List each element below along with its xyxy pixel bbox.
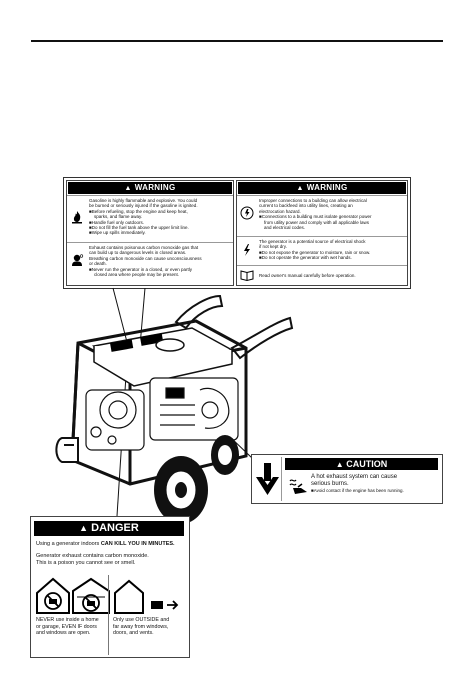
warning-column-left: ▲WARNING Gasoline is highly flammable an… — [66, 180, 234, 286]
electrocution-icon — [240, 206, 254, 220]
warning-header-right: ▲WARNING — [238, 182, 406, 194]
backfeed-warning-row: Improper connections to a building can a… — [237, 195, 407, 236]
fuel-tank — [91, 327, 235, 387]
shock-warning-text: The generator is a potential source of e… — [259, 239, 404, 261]
caution-arrow-box — [254, 457, 282, 501]
caution-body: A hot exhaust system can cause serious b… — [285, 472, 438, 500]
caution-label: ▲ CAUTION A hot exhaust system can cause… — [251, 454, 443, 504]
owners-manual-icon — [240, 270, 254, 282]
fire-warning-row: Gasoline is highly flammable and explosi… — [67, 195, 233, 242]
outdoor-use-icon — [114, 579, 179, 614]
danger-label: ▲ DANGER Using a generator indoors CAN K… — [30, 516, 190, 658]
backfeed-warning-text: Improper connections to a building can a… — [259, 198, 404, 230]
danger-pictograms — [35, 575, 185, 615]
danger-instruction-never: NEVER use inside a home or garage, EVEN … — [36, 617, 99, 637]
manual-text: Read owner's manual carefully before ope… — [259, 273, 356, 278]
danger-divider — [108, 575, 109, 655]
house-prohibited-icon — [36, 577, 70, 614]
co-warning-text: Exhaust contains poisonous carbon monoxi… — [89, 245, 230, 277]
caution-header: ▲ CAUTION — [285, 458, 438, 470]
manual-row: Read owner's manual carefully before ope… — [237, 265, 407, 286]
fire-icon — [72, 211, 82, 224]
shock-warning-row: The generator is a potential source of e… — [237, 236, 407, 265]
warning-label-panel: ▲WARNING Gasoline is highly flammable an… — [63, 177, 411, 289]
danger-line-1: Using a generator indoors CAN KILL YOU I… — [36, 541, 175, 547]
wheels — [154, 435, 239, 524]
down-arrow-icon — [256, 463, 279, 495]
engine-body — [85, 377, 239, 451]
fire-warning-text: Gasoline is highly flammable and explosi… — [89, 198, 230, 236]
bullet-square-icon: ■ — [311, 488, 314, 493]
hot-surface-icon — [289, 479, 307, 494]
danger-header: ▲ DANGER — [34, 521, 184, 536]
lightning-bolt-icon — [244, 244, 250, 256]
caution-instruction: ■Avoid contact if the engine has been ru… — [311, 488, 404, 493]
co-warning-row: Exhaust contains poisonous carbon monoxi… — [67, 242, 233, 289]
alert-triangle-icon: ▲ — [296, 185, 304, 192]
alert-triangle-icon: ▲ — [124, 185, 132, 192]
warning-column-right: ▲WARNING Improper connections to a build… — [236, 180, 408, 286]
danger-instruction-outside: Only use OUTSIDE and far away from windo… — [113, 617, 170, 637]
carbon-monoxide-icon — [72, 254, 84, 266]
danger-line-2: Generator exhaust contains carbon monoxi… — [36, 553, 149, 566]
garage-prohibited-icon — [72, 577, 110, 614]
alert-triangle-icon: ▲ — [79, 523, 89, 533]
caution-main-text: A hot exhaust system can cause serious b… — [311, 474, 398, 487]
support-feet — [55, 437, 79, 463]
warning-header-left: ▲WARNING — [68, 182, 232, 194]
alert-triangle-icon: ▲ — [335, 460, 344, 469]
header-rule — [31, 40, 443, 42]
